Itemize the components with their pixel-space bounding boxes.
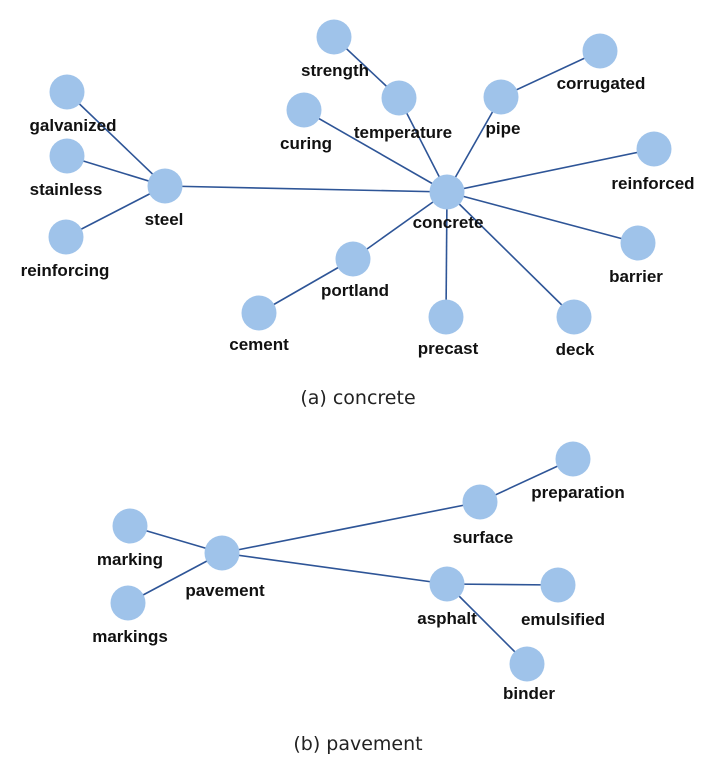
node-label-strength: strength xyxy=(301,61,369,80)
node-label-markings: markings xyxy=(92,627,168,646)
edge-portland-concrete xyxy=(352,191,448,260)
node-corrugated xyxy=(582,33,618,69)
edge-temperature-concrete xyxy=(398,97,448,193)
caption-concrete: (a) concrete xyxy=(300,387,415,409)
node-preparation xyxy=(555,441,591,477)
node-concrete xyxy=(429,174,465,210)
node-surface xyxy=(462,484,498,520)
node-pipe xyxy=(483,79,519,115)
node-deck xyxy=(556,299,592,335)
node-label-emulsified: emulsified xyxy=(521,610,605,629)
node-label-barrier: barrier xyxy=(609,267,663,286)
node-binder xyxy=(509,646,545,682)
node-label-galvanized: galvanized xyxy=(30,116,117,135)
node-label-corrugated: corrugated xyxy=(557,74,646,93)
node-label-preparation: preparation xyxy=(531,483,625,502)
node-temperature xyxy=(381,80,417,116)
node-label-surface: surface xyxy=(453,528,513,547)
node-label-temperature: temperature xyxy=(354,123,452,142)
node-marking xyxy=(112,508,148,544)
edge-pavement-surface xyxy=(221,501,481,554)
caption-pavement: (b) pavement xyxy=(293,733,422,755)
edge-markings-pavement xyxy=(127,552,223,604)
node-barrier xyxy=(620,225,656,261)
node-markings xyxy=(110,585,146,621)
node-label-pipe: pipe xyxy=(486,119,521,138)
edge-precast-concrete xyxy=(445,191,448,318)
node-label-marking: marking xyxy=(97,550,163,569)
node-label-steel: steel xyxy=(145,210,184,229)
node-curing xyxy=(286,92,322,128)
edge-reinforcing-steel xyxy=(65,185,166,238)
edge-reinforced-concrete xyxy=(446,148,655,193)
edge-barrier-concrete xyxy=(446,191,639,244)
node-precast xyxy=(428,299,464,335)
node-reinforcing xyxy=(48,219,84,255)
node-label-reinforced: reinforced xyxy=(611,174,694,193)
node-reinforced xyxy=(636,131,672,167)
node-label-binder: binder xyxy=(503,684,555,703)
node-label-reinforcing: reinforcing xyxy=(21,261,110,280)
node-label-deck: deck xyxy=(556,340,595,359)
node-layer xyxy=(48,19,672,682)
edge-steel-concrete xyxy=(164,185,448,193)
node-label-asphalt: asphalt xyxy=(417,609,477,628)
node-label-cement: cement xyxy=(229,335,289,354)
node-label-pavement: pavement xyxy=(185,581,265,600)
node-stainless xyxy=(49,138,85,174)
edge-asphalt-binder xyxy=(446,583,528,665)
node-emulsified xyxy=(540,567,576,603)
node-label-curing: curing xyxy=(280,134,332,153)
edge-pipe-concrete xyxy=(446,96,502,193)
edge-layer xyxy=(65,36,655,665)
node-asphalt xyxy=(429,566,465,602)
label-layer: galvanized stainless reinforcing steel stren… xyxy=(21,61,695,703)
edge-deck-concrete xyxy=(446,191,575,318)
edge-asphalt-emulsified xyxy=(446,583,559,586)
node-label-concrete: concrete xyxy=(413,213,484,232)
edge-pavement-asphalt xyxy=(221,552,448,585)
node-label-portland: portland xyxy=(321,281,389,300)
edge-galvanized-steel xyxy=(66,91,166,187)
node-galvanized xyxy=(49,74,85,110)
edge-curing-concrete xyxy=(303,109,448,193)
node-steel xyxy=(147,168,183,204)
node-label-stainless: stainless xyxy=(30,180,103,199)
edge-cement-portland xyxy=(258,258,354,314)
node-pavement xyxy=(204,535,240,571)
node-portland xyxy=(335,241,371,277)
node-cement xyxy=(241,295,277,331)
edge-corrugated-pipe xyxy=(500,50,601,98)
node-label-precast: precast xyxy=(418,339,479,358)
node-strength xyxy=(316,19,352,55)
